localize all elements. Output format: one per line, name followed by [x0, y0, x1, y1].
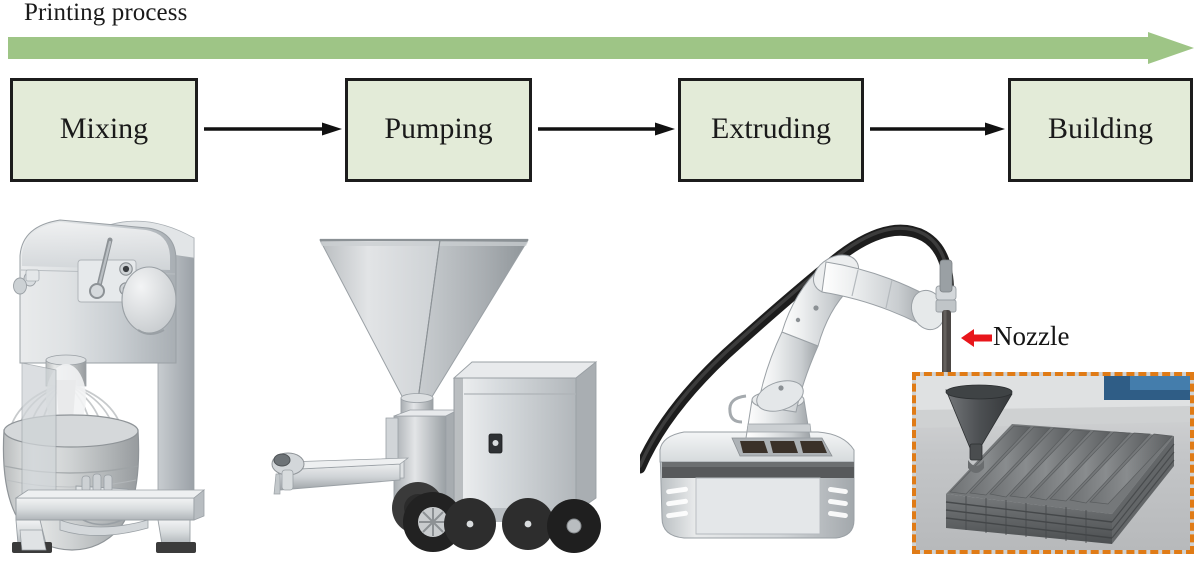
stage-box-mixing[interactable]: Mixing — [10, 78, 198, 182]
stage-label-pumping: Pumping — [384, 112, 493, 145]
stage-label-building: Building — [1047, 112, 1153, 145]
connector-arrow-pumping-to-extruding — [534, 120, 676, 138]
nozzle-label: Nozzle — [993, 321, 1070, 351]
stage-label-extruding: Extruding — [711, 112, 831, 145]
printing-process-arrow — [8, 32, 1194, 64]
nozzle-pointer-arrow-icon — [961, 327, 993, 354]
connector-arrow-extruding-to-building — [866, 120, 1006, 138]
robotic-arm-illustration — [634, 200, 990, 557]
printed-concrete-sample-photo — [912, 372, 1194, 554]
planetary-mixer-illustration — [0, 198, 223, 557]
stage-box-building[interactable]: Building — [1008, 78, 1193, 182]
mortar-pump-illustration — [258, 212, 608, 557]
nozzle-annotation: Nozzle — [961, 320, 1103, 360]
stage-label-mixing: Mixing — [59, 112, 149, 145]
stage-box-pumping[interactable]: Pumping — [345, 78, 532, 182]
page-title: Printing process — [24, 0, 188, 26]
stage-box-extruding[interactable]: Extruding — [678, 78, 864, 182]
connector-arrow-mixing-to-pumping — [200, 120, 343, 138]
